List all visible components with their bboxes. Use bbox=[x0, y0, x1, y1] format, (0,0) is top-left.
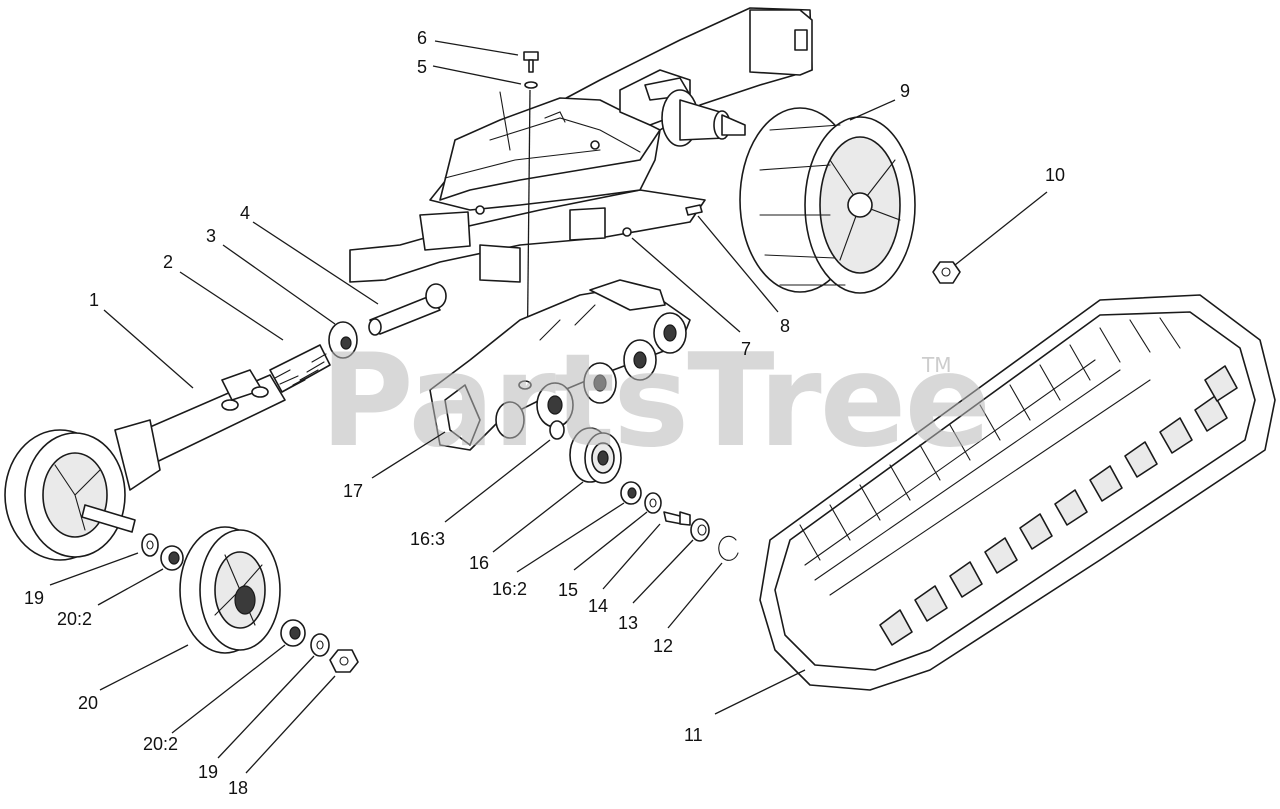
leader-2 bbox=[179, 271, 284, 341]
leader-8 bbox=[697, 215, 779, 313]
callout-16: 16 bbox=[469, 553, 489, 573]
leader-15 bbox=[573, 511, 648, 571]
callout-12: 12 bbox=[653, 636, 673, 656]
callout-16-3: 16:3 bbox=[410, 529, 445, 549]
leader-16-2 bbox=[516, 502, 625, 573]
cap-13 bbox=[690, 518, 710, 542]
spring-2 bbox=[269, 344, 331, 393]
callout-20-2-upper: 20:2 bbox=[57, 609, 92, 629]
callout-4: 4 bbox=[240, 203, 250, 223]
leader-10 bbox=[954, 191, 1048, 266]
tensioner-arm-1 bbox=[114, 369, 286, 491]
leader-6 bbox=[434, 40, 519, 56]
bolt-8 bbox=[685, 204, 703, 216]
spacer-3 bbox=[328, 321, 358, 359]
callout-20: 20 bbox=[78, 693, 98, 713]
callout-2: 2 bbox=[163, 252, 173, 272]
track-frame bbox=[349, 7, 813, 283]
callout-6: 6 bbox=[417, 28, 427, 48]
callout-13: 13 bbox=[618, 613, 638, 633]
callout-3: 3 bbox=[206, 226, 216, 246]
leader-19-upper bbox=[49, 552, 139, 586]
drive-hub bbox=[661, 89, 746, 147]
leader-20-2-upper bbox=[97, 568, 164, 606]
leader-20-2-lower bbox=[171, 644, 286, 734]
callout-18: 18 bbox=[228, 778, 248, 798]
callout-10: 10 bbox=[1045, 165, 1065, 185]
washer-15 bbox=[644, 492, 662, 514]
nut-18 bbox=[329, 649, 359, 673]
watermark-text: PartsTree bbox=[320, 327, 989, 476]
idler-wheel-lower bbox=[179, 526, 281, 654]
callout-1: 1 bbox=[89, 290, 99, 310]
callout-19-upper: 19 bbox=[24, 588, 44, 608]
leader-7 bbox=[631, 237, 741, 333]
washer-19-upper bbox=[141, 533, 159, 557]
callout-11: 11 bbox=[684, 725, 703, 745]
nut-7 bbox=[622, 227, 632, 237]
callouts: 1 2 3 4 5 6 7 8 9 10 11 12 13 14 15 16 1… bbox=[24, 28, 1065, 798]
callout-14: 14 bbox=[588, 596, 608, 616]
snap-ring-12 bbox=[718, 535, 739, 561]
callout-15: 15 bbox=[558, 580, 578, 600]
drive-sprocket bbox=[739, 107, 916, 294]
leader-12 bbox=[667, 562, 723, 629]
leader-19-lower bbox=[217, 655, 315, 759]
leader-20 bbox=[99, 644, 189, 691]
nut-10 bbox=[932, 261, 961, 284]
leader-4 bbox=[252, 221, 379, 305]
leader-11 bbox=[714, 669, 806, 715]
washer-5 bbox=[524, 81, 538, 89]
ring-16-3 bbox=[549, 420, 565, 440]
leader-1 bbox=[103, 309, 194, 389]
roller-16 bbox=[569, 427, 622, 484]
leader-lines bbox=[49, 40, 1048, 774]
bolt-6 bbox=[523, 51, 539, 73]
callout-17: 17 bbox=[343, 481, 363, 501]
callout-5: 5 bbox=[417, 57, 427, 77]
watermark: PartsTree TM bbox=[320, 327, 991, 476]
rubber-track-11 bbox=[759, 294, 1276, 691]
callout-7: 7 bbox=[741, 339, 751, 359]
leader-13 bbox=[632, 539, 694, 604]
bearing-16-2 bbox=[620, 481, 642, 505]
callout-20-2-lower: 20:2 bbox=[143, 734, 178, 754]
leader-16 bbox=[492, 481, 584, 553]
bearing-20-2-lower bbox=[280, 619, 306, 647]
bolt-14 bbox=[663, 511, 691, 526]
leader-9 bbox=[849, 99, 896, 121]
bearing-20-2-upper bbox=[160, 545, 184, 571]
leader-5 bbox=[432, 65, 522, 85]
callout-16-2: 16:2 bbox=[492, 579, 527, 599]
leader-18 bbox=[245, 675, 336, 774]
callout-19-lower: 19 bbox=[198, 762, 218, 782]
leader-14 bbox=[602, 523, 661, 590]
watermark-trademark: TM bbox=[921, 353, 951, 377]
leader-16-3 bbox=[444, 439, 551, 523]
idler-wheel-upper bbox=[4, 429, 136, 561]
pin-4 bbox=[368, 283, 447, 336]
callout-8: 8 bbox=[780, 316, 790, 336]
washer-19-lower bbox=[310, 633, 330, 657]
leader-17 bbox=[371, 431, 446, 479]
leader-3 bbox=[222, 244, 336, 325]
roller-bogie-17 bbox=[429, 279, 691, 451]
callout-9: 9 bbox=[900, 81, 910, 101]
